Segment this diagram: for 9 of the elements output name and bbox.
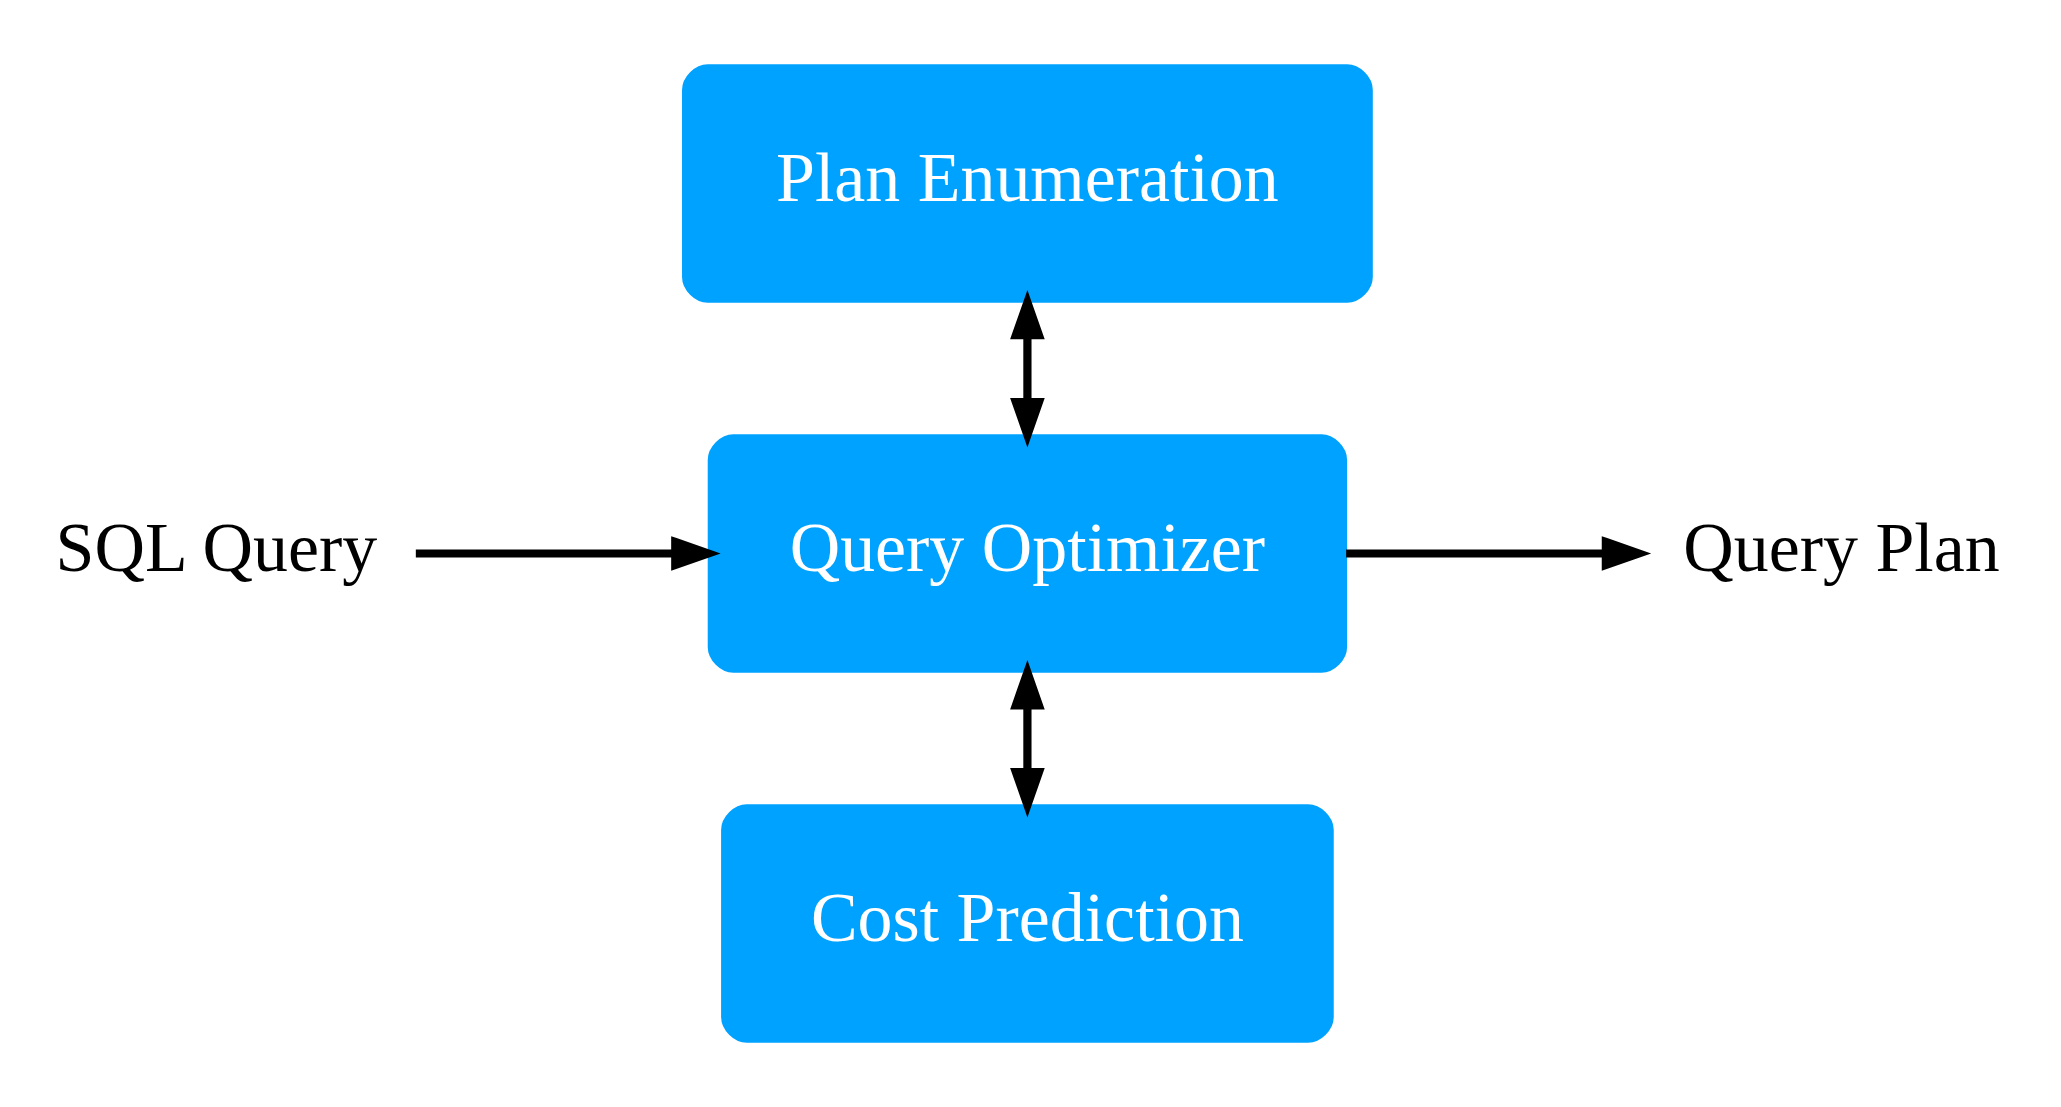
node-box: Query Optimizer	[707, 434, 1348, 673]
node-text: SQL Query	[55, 509, 378, 587]
arrow	[415, 536, 721, 571]
node-text: Query Plan	[1683, 509, 2000, 587]
node-box: Cost Prediction	[721, 804, 1334, 1043]
node-box: Plan Enumeration	[682, 64, 1373, 303]
arrow	[1010, 659, 1045, 818]
arrow	[1346, 536, 1652, 571]
arrow	[1010, 289, 1045, 448]
